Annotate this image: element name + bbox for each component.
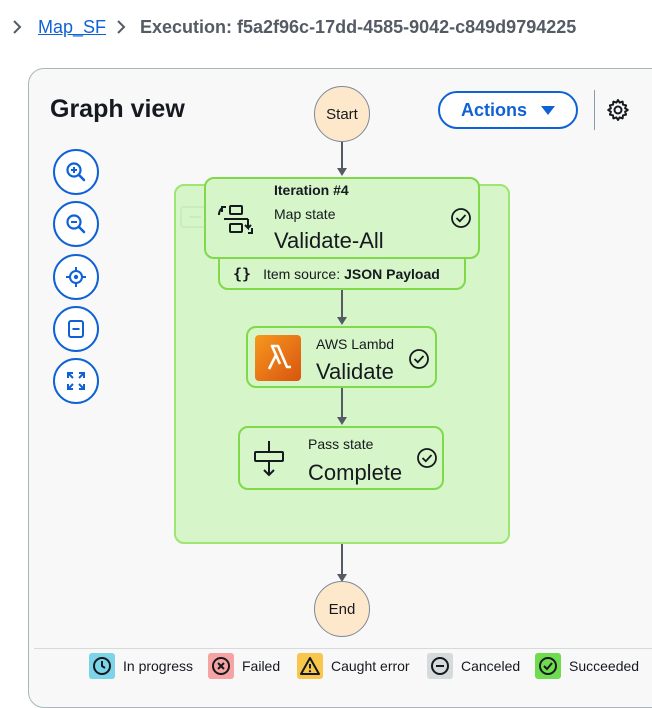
chevron-right-icon xyxy=(13,20,22,34)
legend-divider xyxy=(34,648,652,649)
check-circle-icon xyxy=(535,653,561,679)
legend-label: In progress xyxy=(123,658,194,674)
edge-start-to-map xyxy=(341,141,343,169)
map-state-icon xyxy=(218,205,253,234)
fit-icon xyxy=(67,372,85,390)
actions-label: Actions xyxy=(460,99,527,120)
breadcrumb: Map_SF Execution: f5a2f96c-17dd-4585-904… xyxy=(0,0,652,56)
lambda-name: Validate xyxy=(316,359,394,384)
pass-state-icon xyxy=(254,441,284,477)
iteration-label: Iteration #4 xyxy=(274,182,349,198)
map-state-node[interactable]: Iteration #4 Map state Validate-All xyxy=(204,177,480,259)
item-source-bar[interactable]: {} Item source: JSON Payload xyxy=(218,257,466,290)
caret-down-icon xyxy=(541,105,555,115)
lambda-type: AWS Lambd xyxy=(316,336,395,352)
edge-lambda-to-pass xyxy=(341,388,343,418)
center-icon xyxy=(66,267,86,287)
pass-complete-node[interactable]: Pass state Complete xyxy=(238,426,444,490)
minus-icon xyxy=(189,216,201,218)
fit-to-screen-button[interactable] xyxy=(53,358,99,404)
legend-label: Failed xyxy=(242,658,281,674)
lambda-icon xyxy=(255,335,301,381)
gear-icon[interactable] xyxy=(606,98,630,122)
map-state-name: Validate-All xyxy=(274,228,384,253)
breadcrumb-current-execution: Execution: f5a2f96c-17dd-4585-9042-c849d… xyxy=(140,17,577,37)
zoom-out-icon xyxy=(66,214,86,234)
legend-label: Succeeded xyxy=(569,658,640,674)
divider xyxy=(594,90,595,130)
legend-caught-error: Caught error xyxy=(297,653,410,679)
zoom-out-button[interactable] xyxy=(53,201,99,247)
collapse-icon xyxy=(68,320,84,338)
start-node[interactable]: Start xyxy=(314,86,370,142)
legend-succeeded: Succeeded xyxy=(535,653,639,679)
zoom-in-icon xyxy=(66,162,86,182)
actions-dropdown-button[interactable]: Actions xyxy=(438,91,578,129)
map-state-type: Map state xyxy=(274,206,336,222)
center-graph-button[interactable] xyxy=(53,254,99,300)
legend-failed: Failed xyxy=(208,653,280,679)
arrow-icon xyxy=(337,168,347,176)
lambda-validate-node[interactable]: AWS Lambd Validate xyxy=(246,326,437,388)
zoom-in-button[interactable] xyxy=(53,149,99,195)
arrow-icon xyxy=(337,417,347,425)
pass-name: Complete xyxy=(308,460,403,485)
clock-icon xyxy=(89,653,115,679)
succeeded-check-icon xyxy=(417,448,437,468)
end-node[interactable]: End xyxy=(314,581,370,637)
warning-icon xyxy=(297,653,323,679)
legend-label: Canceled xyxy=(461,658,521,674)
collapse-all-button[interactable] xyxy=(53,306,99,352)
start-label: Start xyxy=(326,105,358,123)
edge-map-to-lambda xyxy=(341,290,343,317)
legend-canceled: Canceled xyxy=(427,653,520,679)
pass-type: Pass state xyxy=(308,436,374,452)
edge-map-to-end xyxy=(341,544,343,575)
legend-label: Caught error xyxy=(331,658,410,674)
item-source-value: JSON Payload xyxy=(344,265,440,282)
item-source-prefix: Item source: xyxy=(263,265,341,282)
legend-in-progress: In progress xyxy=(89,653,193,679)
x-circle-icon xyxy=(208,653,234,679)
braces-icon: {} xyxy=(233,264,252,283)
arrow-icon xyxy=(337,574,347,582)
graph-view-title: Graph view xyxy=(50,95,185,123)
arrow-icon xyxy=(337,317,347,325)
succeeded-check-icon xyxy=(409,349,429,369)
minus-circle-icon xyxy=(427,653,453,679)
breadcrumb-link-map-sf[interactable]: Map_SF xyxy=(38,17,107,37)
chevron-right-icon xyxy=(117,20,126,34)
end-label: End xyxy=(328,600,356,618)
succeeded-check-icon xyxy=(451,208,471,228)
